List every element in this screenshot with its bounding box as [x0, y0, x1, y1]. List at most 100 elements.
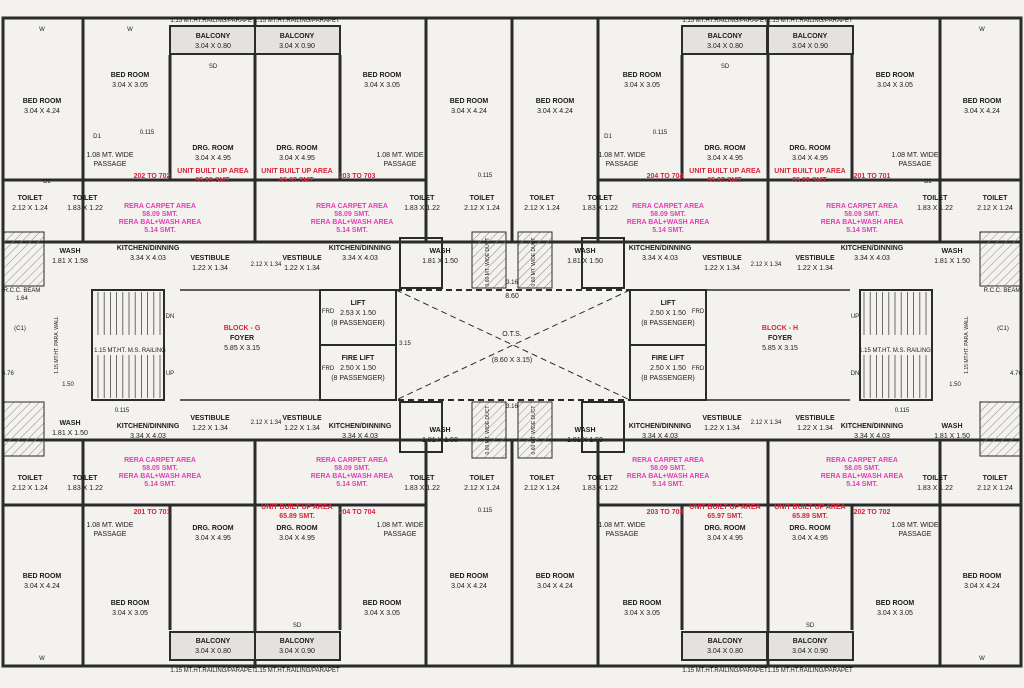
balconies	[169, 25, 854, 661]
room-name: TOILET	[530, 195, 555, 202]
passage-label: PASSAGE	[94, 531, 127, 538]
room-size: 3.04 X 4.24	[964, 583, 1000, 590]
room-size: 1.83 X 1.22	[582, 205, 618, 212]
passage-label: PASSAGE	[606, 531, 639, 538]
room-name: VESTIBULE	[190, 415, 230, 422]
room-name: BED ROOM	[876, 72, 915, 79]
room-size: 1.81 X 1.50	[52, 430, 88, 437]
room-size: 1.83 X 1.22	[67, 485, 103, 492]
door-label: D2	[43, 179, 51, 185]
builtup-label: UNIT BUILT UP AREA	[774, 168, 845, 175]
dim-label: 0.115	[115, 408, 130, 414]
room-name: BALCONY	[793, 638, 828, 645]
room-name: BED ROOM	[23, 98, 62, 105]
sd-label: SD	[293, 623, 302, 629]
passage-label: PASSAGE	[94, 161, 127, 168]
room-size: 3.04 X 3.05	[624, 82, 660, 89]
bal-value: 5.14 SMT.	[144, 481, 176, 488]
room-name: WASH	[942, 248, 963, 255]
room-size: 2.12 X 1.24	[524, 205, 560, 212]
passage-label: 1.08 MT. WIDE	[376, 522, 423, 529]
room-size: 1.81 X 1.50	[567, 258, 603, 265]
door-label: D2	[924, 179, 932, 185]
room-name: FOYER	[768, 335, 792, 342]
room-name: DRG. ROOM	[789, 525, 830, 532]
room-size: 3.04 X 4.24	[451, 583, 487, 590]
passage-label: 1.08 MT. WIDE	[376, 152, 423, 159]
passage-label: 1.08 MT. WIDE	[86, 152, 133, 159]
room-name: KITCHEN/DINNING	[629, 423, 692, 430]
flat-number: 204 TO 704	[647, 173, 684, 180]
dim-label: 2.12 X 1.34	[251, 262, 282, 268]
passage-label: 1.08 MT. WIDE	[891, 152, 938, 159]
room-name: TOILET	[588, 475, 613, 482]
room-name: TOILET	[73, 475, 98, 482]
room-name: KITCHEN/DINNING	[841, 423, 904, 430]
room-size: 2.12 X 1.24	[12, 485, 48, 492]
room-name: WASH	[575, 427, 596, 434]
room-size: 3.04 X 0.80	[195, 648, 231, 655]
bal-label: RERA BAL+WASH AREA	[311, 219, 394, 226]
room-name: DRG. ROOM	[276, 525, 317, 532]
bal-label: RERA BAL+WASH AREA	[311, 473, 394, 480]
room-size: 3.04 X 4.24	[24, 108, 60, 115]
room-name: WASH	[60, 248, 81, 255]
room-name: BED ROOM	[450, 98, 489, 105]
ots-dim: 3.16	[506, 404, 518, 410]
room-size: 2.12 X 1.24	[464, 205, 500, 212]
room-name: VESTIBULE	[795, 415, 835, 422]
room-size: 3.04 X 3.05	[624, 610, 660, 617]
room-size: 3.04 X 4.95	[195, 155, 231, 162]
dim-label: 2.12 X 1.34	[251, 420, 282, 426]
builtup-value: 65.89 SMT.	[279, 513, 314, 520]
room-name: TOILET	[983, 195, 1008, 202]
room-name: LIFT	[351, 300, 366, 307]
passage-label: PASSAGE	[899, 161, 932, 168]
ots-dim: 3.16	[506, 280, 518, 286]
window-label: W	[979, 27, 985, 33]
room-sub: (8 PASSENGER)	[331, 320, 385, 327]
builtup-label: UNIT BUILT UP AREA	[774, 504, 845, 511]
railing-label: 1.15 MT.HT.RAILING/PARAPET	[767, 18, 853, 24]
sd-label: SD	[721, 64, 730, 70]
room-name: BALCONY	[793, 33, 828, 40]
passage-label: 1.08 MT. WIDE	[86, 522, 133, 529]
room-size: 1.81 X 1.50	[934, 258, 970, 265]
c-label: (C1)	[14, 326, 26, 332]
area-labels: 202 TO 702 UNIT BUILT UP AREA 65.97 SMT.…	[119, 168, 904, 520]
room-name: BALCONY	[708, 638, 743, 645]
room-size: 1.81 X 1.50	[422, 437, 458, 444]
bal-value: 5.14 SMT.	[846, 227, 878, 234]
dim-label: 4.76	[1010, 371, 1022, 377]
room-name: KITCHEN/DINNING	[117, 423, 180, 430]
room-size: 3.04 X 0.90	[279, 648, 315, 655]
room-name: BED ROOM	[536, 573, 575, 580]
room-name: BED ROOM	[363, 72, 402, 79]
dim-label: 2.12 X 1.34	[751, 420, 782, 426]
carpet-value: 58.09 SMT.	[650, 465, 685, 472]
carpet-value: 58.09 SMT.	[142, 211, 177, 218]
window-label: W	[979, 656, 985, 662]
flat-number: 202 TO 702	[134, 173, 171, 180]
walls	[1, 16, 1023, 668]
room-size: 3.04 X 0.90	[792, 43, 828, 50]
room-name: TOILET	[470, 475, 495, 482]
builtup-label: UNIT BUILT UP AREA	[261, 168, 332, 175]
room-size: 2.50 X 1.50	[340, 365, 376, 372]
room-name: BED ROOM	[450, 573, 489, 580]
room-name: KITCHEN/DINNING	[329, 423, 392, 430]
room-size: 1.83 X 1.22	[67, 205, 103, 212]
room-name: VESTIBULE	[702, 415, 742, 422]
block-g-label: BLOCK - G	[224, 325, 261, 332]
passage-label: PASSAGE	[384, 531, 417, 538]
carpet-value: 58.09 SMT.	[334, 211, 369, 218]
room-size: 1.22 X 1.34	[704, 425, 740, 432]
ms-railing-label: 1.15 MT.HT. M.S. RAILING	[94, 348, 166, 354]
passage-label: PASSAGE	[606, 161, 639, 168]
dim-label: 0.115	[895, 408, 910, 414]
carpet-label: RERA CARPET AREA	[316, 457, 388, 464]
room-size: 1.22 X 1.34	[284, 265, 320, 272]
builtup-value: 65.97 SMT.	[279, 177, 314, 184]
frd-label: FRD	[322, 309, 335, 315]
room-name: BALCONY	[196, 33, 231, 40]
